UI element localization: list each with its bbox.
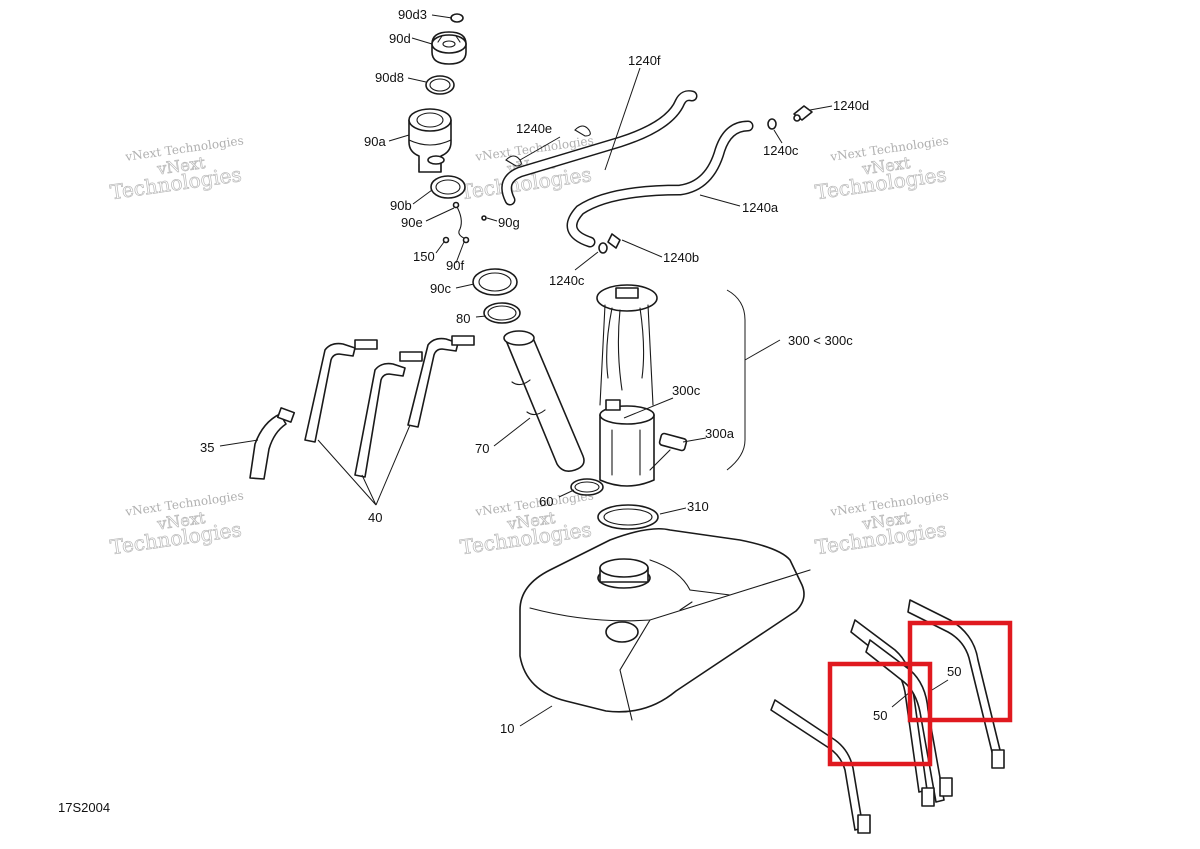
part-150-screw[interactable] bbox=[442, 236, 450, 244]
part-50-strap-right[interactable] bbox=[907, 599, 1005, 769]
part-40-strap-left[interactable] bbox=[304, 339, 378, 443]
part-90e-ground-wire[interactable] bbox=[452, 201, 470, 244]
highlight-boxes bbox=[827, 620, 1013, 767]
callout-90b: 90b bbox=[390, 198, 412, 213]
part-90d8-gasket[interactable] bbox=[425, 75, 455, 95]
bracket-300 bbox=[726, 289, 746, 471]
callout-90c: 90c bbox=[430, 281, 451, 296]
callout-60: 60 bbox=[539, 494, 553, 509]
callout-1240a: 1240a bbox=[742, 200, 779, 215]
part-40-strap-middle[interactable] bbox=[354, 351, 423, 478]
diagram-code: 17S2004 bbox=[58, 800, 110, 815]
part-1240c-clamp-left[interactable] bbox=[598, 242, 608, 254]
callout-90a: 90a bbox=[364, 134, 386, 149]
part-60-clamp[interactable] bbox=[570, 478, 604, 496]
callout-300a: 300a bbox=[705, 426, 735, 441]
callout-10: 10 bbox=[500, 721, 514, 736]
callout-90d8: 90d8 bbox=[375, 70, 404, 85]
fuel-cap-assembly bbox=[425, 13, 467, 95]
callout-50-right: 50 bbox=[947, 664, 961, 679]
part-1240d-check-valve[interactable] bbox=[793, 105, 813, 122]
part-90d3-plug[interactable] bbox=[450, 13, 464, 23]
callout-300: 300 < 300c bbox=[788, 333, 853, 348]
part-80-clamp[interactable] bbox=[483, 302, 521, 324]
part-300a-fuel-level-sender[interactable] bbox=[649, 432, 688, 471]
part-90c-locking-ring[interactable] bbox=[472, 268, 518, 296]
part-90a-filler-neck[interactable] bbox=[408, 108, 452, 173]
leader-lines bbox=[219, 14, 949, 727]
part-1240c-clamp-top[interactable] bbox=[767, 118, 777, 130]
callout-90d: 90d bbox=[389, 31, 411, 46]
callout-labels: 90d3 90d 90d8 90a 90b 90e 90g 150 90f 90… bbox=[200, 7, 961, 736]
callout-70: 70 bbox=[475, 441, 489, 456]
part-300-fuel-pump-module[interactable] bbox=[596, 284, 658, 487]
callout-310: 310 bbox=[687, 499, 709, 514]
part-310-seal[interactable] bbox=[597, 504, 659, 530]
part-90b-ring[interactable] bbox=[430, 175, 466, 199]
part-40-strap-right[interactable] bbox=[407, 335, 475, 428]
callout-90e: 90e bbox=[401, 215, 423, 230]
callout-90g: 90g bbox=[498, 215, 520, 230]
part-35-strap[interactable] bbox=[249, 407, 296, 480]
part-1240b-fitting[interactable] bbox=[607, 233, 621, 249]
part-90d-cap[interactable] bbox=[431, 31, 467, 65]
callout-300c: 300c bbox=[672, 383, 701, 398]
highlight-box-50-left bbox=[827, 661, 933, 767]
callout-1240b: 1240b bbox=[663, 250, 699, 265]
part-50-strap-middle[interactable] bbox=[850, 619, 953, 807]
part-300c-pump-strainer[interactable] bbox=[605, 399, 621, 411]
part-50-strap-left[interactable] bbox=[770, 699, 871, 834]
callout-1240e: 1240e bbox=[516, 121, 552, 136]
callout-90f: 90f bbox=[446, 258, 464, 273]
callout-40: 40 bbox=[368, 510, 382, 525]
callout-50-left: 50 bbox=[873, 708, 887, 723]
callout-1240f: 1240f bbox=[628, 53, 661, 68]
callout-90d3: 90d3 bbox=[398, 7, 427, 22]
callout-80: 80 bbox=[456, 311, 470, 326]
callout-1240d: 1240d bbox=[833, 98, 869, 113]
callout-35: 35 bbox=[200, 440, 214, 455]
part-1240f-vent-hose[interactable] bbox=[501, 90, 698, 206]
highlight-box-50-right bbox=[907, 620, 1013, 723]
callout-1240c-left: 1240c bbox=[549, 273, 585, 288]
part-10-fuel-tank[interactable] bbox=[519, 527, 811, 721]
part-70-filler-hose[interactable] bbox=[503, 330, 585, 472]
callout-1240c-top: 1240c bbox=[763, 143, 799, 158]
callout-150: 150 bbox=[413, 249, 435, 264]
part-1240a-vent-hose[interactable] bbox=[566, 120, 754, 248]
part-90g-screw[interactable] bbox=[481, 215, 487, 221]
